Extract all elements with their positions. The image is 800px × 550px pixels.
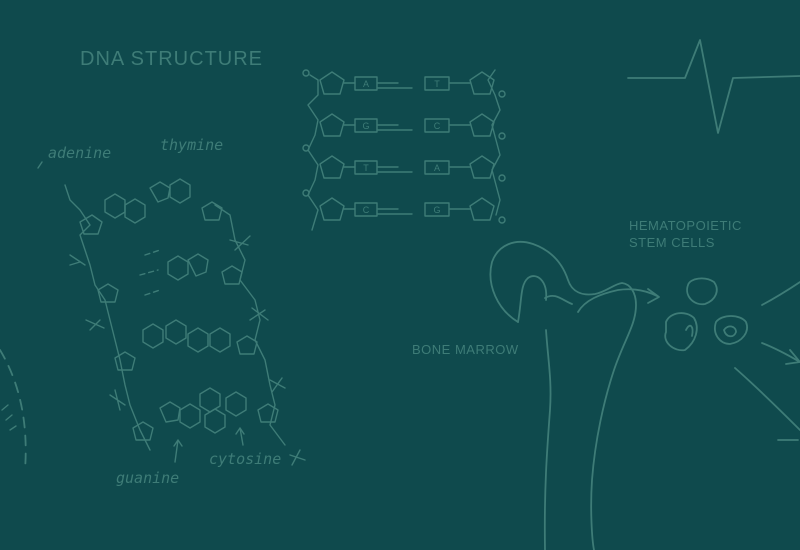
stem-cells-label-line2: STEM CELLS <box>629 235 715 250</box>
stem-cells <box>664 277 800 441</box>
pair-4-left: C <box>363 205 370 215</box>
heartbeat-line <box>627 39 800 134</box>
thymine-label: thymine <box>160 136 224 154</box>
bone-outline <box>489 240 660 550</box>
pair-2-right: C <box>434 121 441 131</box>
pair-3-left: T <box>363 163 369 173</box>
pair-1-right: T <box>434 79 440 89</box>
dna-molecule-sketch <box>37 161 306 466</box>
pair-2-left: G <box>362 121 369 131</box>
pair-4-right: G <box>433 205 440 215</box>
base-pair-ladder: A T G C T A C G <box>302 69 506 231</box>
pair-3-right: A <box>434 163 440 173</box>
stem-cells-label-line1: HEMATOPOIETIC <box>629 218 742 233</box>
guanine-label: guanine <box>116 469 180 487</box>
left-arc-decoration <box>0 349 27 471</box>
bone-marrow-label: BONE MARROW <box>412 342 519 357</box>
pair-1-left: A <box>363 79 369 89</box>
cytosine-label: cytosine <box>209 450 282 468</box>
adenine-label: adenine <box>48 144 112 162</box>
dna-title: DNA STRUCTURE <box>80 48 264 70</box>
